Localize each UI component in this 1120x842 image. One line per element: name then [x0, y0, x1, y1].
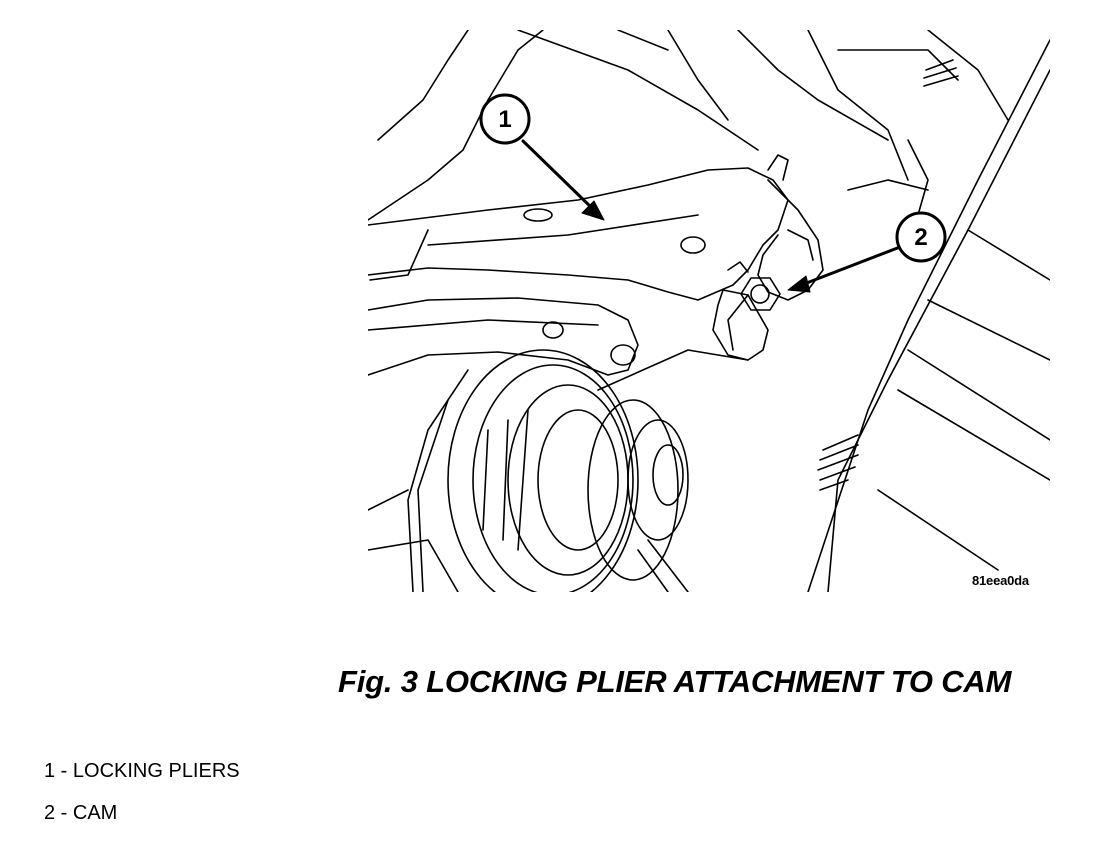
legend-list: 1 - LOCKING PLIERS 2 - CAM	[44, 758, 240, 842]
engine-background-lines	[368, 30, 1050, 592]
legend-item: 1 - LOCKING PLIERS	[44, 760, 240, 782]
locking-plier-illustration: 1 2	[368, 30, 1050, 592]
callout-1: 1	[479, 93, 531, 145]
locking-pliers-drawing	[368, 154, 824, 376]
callout-leaders	[521, 139, 902, 293]
pulley	[368, 349, 749, 592]
illustration-figure: 1 2	[368, 30, 1050, 592]
figure-caption: Fig. 3 LOCKING PLIER ATTACHMENT TO CAM	[338, 664, 1012, 699]
legend-item: 2 - CAM	[44, 802, 118, 824]
figure-image-code: 81eea0da	[972, 573, 1029, 588]
cam-nut-drawing	[727, 261, 781, 311]
callout-number: 1	[498, 106, 511, 133]
callout-2: 2	[895, 211, 947, 263]
callout-number: 2	[914, 224, 927, 251]
